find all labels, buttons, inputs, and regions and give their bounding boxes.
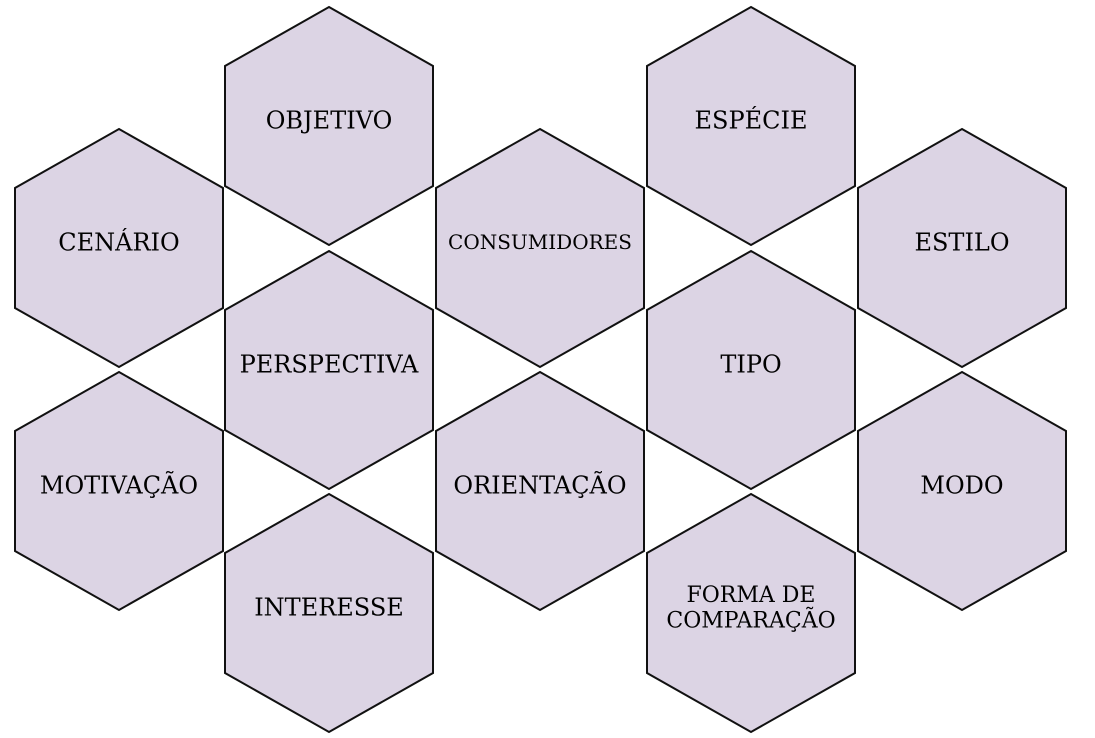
hexagon-label: PERSPECTIVA [240, 350, 419, 378]
hexagon-shape [14, 127, 224, 369]
hexagon-shape [14, 370, 224, 612]
hexagon-objetivo: OBJETIVO [224, 5, 434, 247]
hexagon-label: MOTIVAÇÃO [40, 470, 198, 499]
hexagon-shape [646, 5, 856, 247]
hexagon-shape [435, 127, 645, 369]
hexagon-label: ORIENTAÇÃO [453, 470, 626, 499]
hexagon-shape [646, 249, 856, 491]
hexagon-motivação: MOTIVAÇÃO [14, 370, 224, 612]
hexagon-shape [224, 249, 434, 491]
hexagon-label: OBJETIVO [266, 106, 393, 134]
hexagon-shape [435, 370, 645, 612]
hexagon-orientação: ORIENTAÇÃO [435, 370, 645, 612]
hexagon-shape [857, 370, 1067, 612]
hexagon-label: ESTILO [914, 228, 1009, 256]
hexagon-label: FORMA DE [687, 583, 816, 608]
hexagon-shape [857, 127, 1067, 369]
hexagon-consumidores: CONSUMIDORES [435, 127, 645, 369]
hexagon-shape [224, 492, 434, 734]
hexagon-perspectiva: PERSPECTIVA [224, 249, 434, 491]
hexagon-label: CENÁRIO [58, 227, 179, 256]
hexagon-shape [646, 492, 856, 734]
hexagon-tipo: TIPO [646, 249, 856, 491]
hexagon-label: TIPO [720, 350, 781, 378]
hexagon-label: ESPÉCIE [695, 105, 808, 134]
hexagon-espécie: ESPÉCIE [646, 5, 856, 247]
hexagon-modo: MODO [857, 370, 1067, 612]
hexagon-cenário: CENÁRIO [14, 127, 224, 369]
hexagon-label: CONSUMIDORES [448, 230, 632, 254]
hexagon-interesse: INTERESSE [224, 492, 434, 734]
hexagon-estilo: ESTILO [857, 127, 1067, 369]
hexagon-shape [224, 5, 434, 247]
hexagon-label: COMPARAÇÃO [666, 605, 835, 633]
hexagon-label: MODO [920, 471, 1003, 499]
hexagon-label: INTERESSE [254, 593, 404, 621]
